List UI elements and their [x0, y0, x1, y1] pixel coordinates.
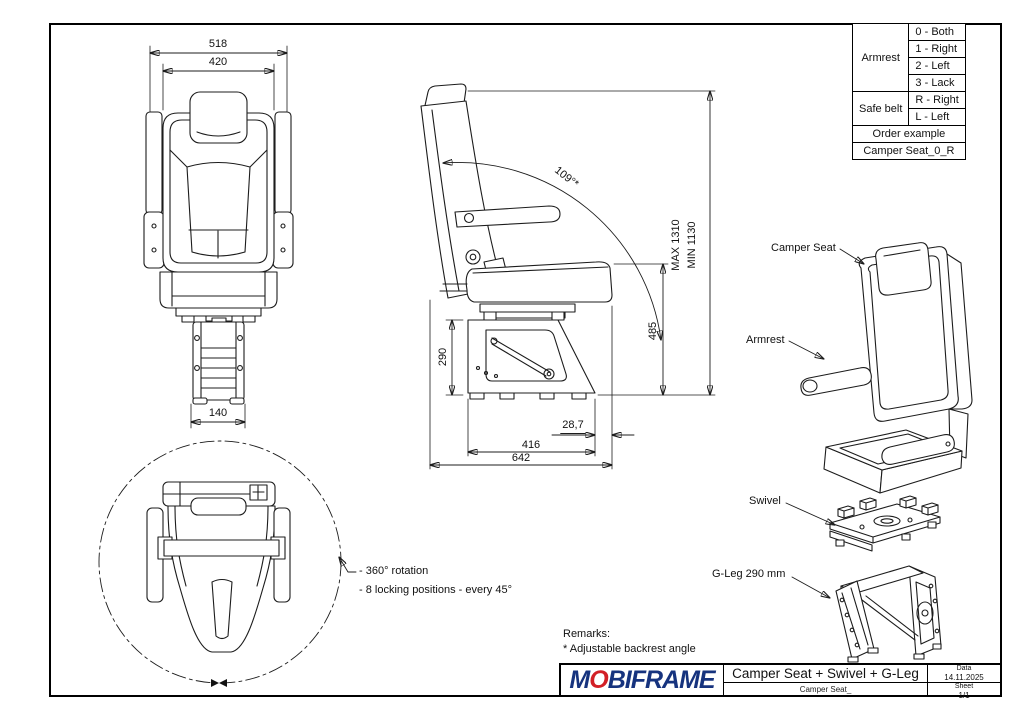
- dim-label-485: 485: [647, 321, 660, 341]
- armrest-option-cell: 0 - Both: [908, 23, 966, 41]
- dim-label-max-1310: MAX 1310: [670, 219, 683, 271]
- dim-label-140: 140: [208, 407, 228, 419]
- callout-g-leg: G-Leg 290 mm: [712, 568, 786, 580]
- g-leg-drawing: [835, 565, 942, 663]
- safe-belt-option-cell: R - Right: [908, 91, 966, 109]
- table-row: Order example: [852, 125, 966, 143]
- callout-armrest: Armrest: [746, 334, 785, 346]
- remarks-item: * Adjustable backrest angle: [563, 643, 696, 655]
- dim-label-518: 518: [208, 38, 228, 50]
- table-row: Safe belt R - Right: [851, 91, 966, 126]
- meta-cell: Data 14.11.2025 Sheet 1/1: [928, 665, 1000, 700]
- dim-label-min-1130: MIN 1130: [686, 221, 699, 269]
- dim-label-28-7: 28,7: [560, 419, 586, 434]
- logo-letter-o: O: [589, 665, 608, 694]
- top-view-rotation-drawing: [98, 440, 357, 687]
- callout-camper-seat: Camper Seat: [771, 242, 836, 254]
- order-example-label-cell: Order example: [852, 125, 966, 143]
- drawing-title: Camper Seat + Swivel + G-Leg: [724, 665, 927, 683]
- dim-label-416: 416: [521, 439, 541, 451]
- rotation-note-line1: - 360° rotation: [359, 565, 429, 577]
- table-row: Camper Seat_0_R: [852, 142, 966, 160]
- title-block: MOBIFRAME Camper Seat + Swivel + G-Leg C…: [559, 663, 1002, 700]
- safe-belt-header-cell: Safe belt: [851, 91, 910, 126]
- armrest-option-cell: 2 - Left: [908, 57, 966, 75]
- logo-letters: BIFRAME: [607, 665, 716, 694]
- date-label: Data: [956, 665, 972, 672]
- front-view-drawing: [143, 45, 294, 429]
- mobiframe-logo: MOBIFRAME: [569, 665, 716, 695]
- armrest-option-cell: 1 - Right: [908, 40, 966, 58]
- sheet-value: 1/1: [958, 691, 970, 701]
- logo-cell: MOBIFRAME: [561, 665, 724, 695]
- dim-label-420: 420: [208, 56, 228, 68]
- date-value: 14.11.2025: [944, 673, 984, 683]
- table-row: Armrest 0 - Both: [851, 23, 966, 92]
- dim-label-290: 290: [437, 347, 450, 367]
- callout-leaders: [785, 248, 864, 598]
- order-example-value-cell: Camper Seat_0_R: [852, 142, 966, 160]
- callout-swivel: Swivel: [749, 495, 781, 507]
- drawing-subtitle: Camper Seat_: [799, 684, 852, 694]
- dim-label-642: 642: [511, 452, 531, 464]
- title-cell: Camper Seat + Swivel + G-Leg Camper Seat…: [724, 665, 928, 695]
- armrest-header-cell: Armrest: [851, 23, 910, 92]
- sheet-label: Sheet: [954, 683, 974, 691]
- order-code-table: Armrest 0 - Both 1 - Right 2 - Left 3 - …: [851, 23, 966, 160]
- swivel-drawing: [829, 495, 941, 552]
- side-view-drawing: [420, 83, 716, 470]
- table-row: 1 - Right: [853, 40, 966, 58]
- sheet-cell: Sheet 1/1: [928, 683, 1000, 700]
- isometric-seat-drawing: [800, 242, 973, 494]
- armrest-option-cell: 3 - Lack: [908, 74, 966, 92]
- rotation-note-line2: - 8 locking positions - every 45°: [359, 584, 512, 596]
- safe-belt-option-cell: L - Left: [908, 108, 966, 126]
- remarks-heading: Remarks:: [563, 628, 611, 640]
- logo-letter: M: [569, 665, 590, 694]
- date-cell: Data 14.11.2025: [928, 665, 1000, 684]
